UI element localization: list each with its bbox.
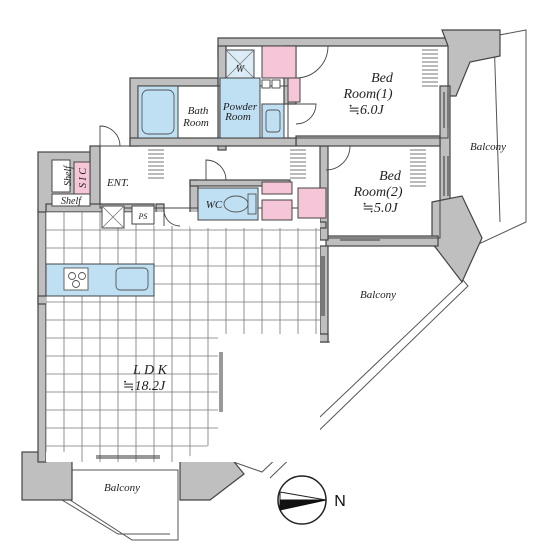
- compass-icon: [277, 475, 327, 525]
- bed-room-2-label: Bed: [379, 169, 402, 184]
- shelf-top-label: Shelf: [63, 165, 74, 186]
- door-swings: [99, 45, 351, 227]
- ldk-area: ≒18.2J: [123, 379, 166, 394]
- bathtub: [137, 85, 179, 139]
- washing-machine-space: [225, 49, 255, 79]
- balcony-east-label: Balcony: [470, 141, 506, 153]
- bed-room-1-number: Room(1): [343, 87, 393, 102]
- ldk-label: L D K: [132, 363, 168, 378]
- balcony-middle-label: Balcony: [360, 289, 396, 301]
- kitchen-duct: [101, 205, 125, 229]
- kitchen-counter: [45, 263, 155, 297]
- bath-room-label-2: Room: [182, 117, 209, 129]
- floor-step-hatching: [148, 49, 438, 187]
- entrance-shelves: [51, 159, 91, 207]
- pipe-shaft: [131, 205, 155, 225]
- bed-room-1-area: ≒6.0J: [348, 103, 384, 118]
- washbasin: [261, 103, 285, 139]
- closets: [73, 45, 327, 221]
- toilet: [197, 187, 259, 221]
- bed-room-2-area: ≒5.0J: [362, 201, 398, 216]
- ps-label: PS: [138, 212, 148, 221]
- windows: [96, 92, 449, 459]
- wc-label: WC: [206, 199, 223, 211]
- entrance-label: ENT.: [106, 177, 129, 189]
- shelf-bottom-label: Shelf: [61, 196, 82, 207]
- washer-label: W: [236, 64, 246, 75]
- bed-room-1-label: Bed: [371, 71, 394, 86]
- ldk-floor-grid: [46, 212, 320, 462]
- compass-north-label: N: [334, 493, 346, 510]
- powder-room-label-2: Room: [224, 111, 251, 123]
- balcony-south-label: Balcony: [104, 482, 140, 494]
- powder-room-fixture: [219, 77, 281, 139]
- bed-room-2-number: Room(2): [353, 185, 403, 200]
- bath-room-label: Bath: [188, 105, 209, 117]
- powder-room-label: Powder: [222, 101, 258, 113]
- sic-label: S I C: [78, 168, 89, 188]
